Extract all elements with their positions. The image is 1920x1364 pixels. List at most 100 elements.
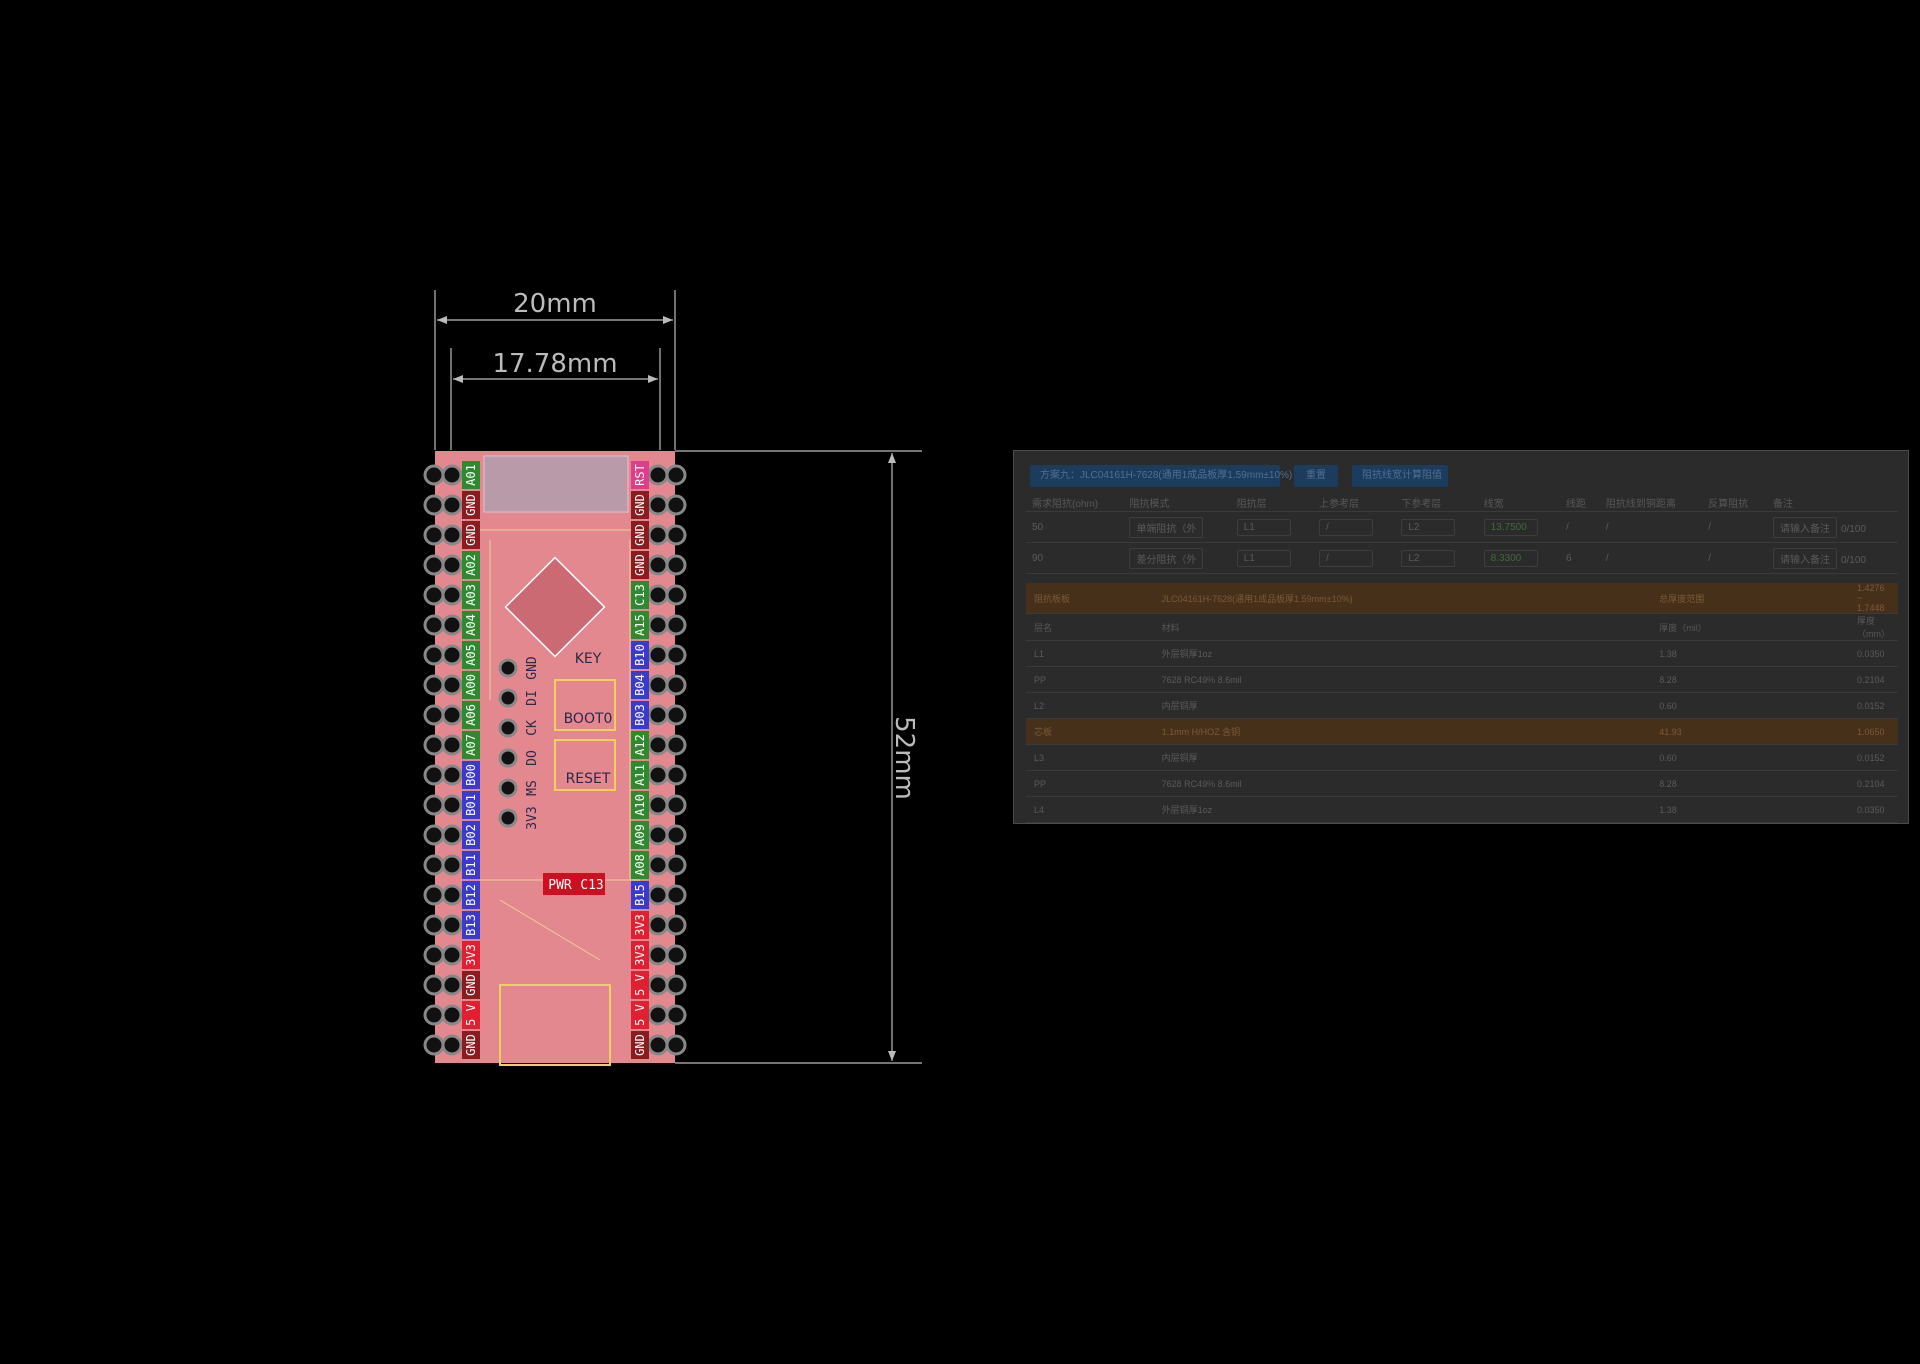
swd-pin-0: GND (498, 656, 540, 680)
impedance-column-header: 下参考层 (1395, 493, 1478, 512)
right-pin-8: B03 (631, 701, 687, 729)
calculate-button[interactable]: 阻抗线宽计算阻值 (1352, 465, 1448, 487)
right-pin-4: C13 (631, 581, 687, 609)
left-pin-19: GND (423, 1031, 480, 1059)
pwr-led-label: PWR (548, 878, 572, 893)
impedance-cell-bottom_ref[interactable]: L2 (1401, 518, 1456, 536)
left-pin-label: A07 (464, 734, 478, 756)
left-pin-1: GND (423, 491, 480, 519)
impedance-column-header: 线宽 (1477, 493, 1560, 512)
right-pin-6: B10 (631, 641, 687, 669)
left-pin-label: GND (464, 494, 478, 516)
impedance-cell-dist: / (1605, 552, 1609, 564)
stackup-cell: 外层铜厚1oz (1153, 796, 1652, 823)
impedance-cell-note[interactable]: 请输入备注 (1772, 547, 1837, 569)
left-pin-label: A01 (464, 464, 478, 486)
impedance-cell-mode[interactable]: 单端阻抗（外 (1129, 516, 1204, 538)
right-pin-3: GND (631, 551, 687, 579)
right-pin-label: GND (633, 494, 647, 516)
left-pin-label: 3V3 (464, 944, 478, 966)
impedance-cell-dist: / (1605, 521, 1609, 533)
swd-pin-2: CK (498, 718, 540, 738)
right-pin-label: A08 (633, 854, 647, 876)
dimension-annotations (434, 290, 922, 1064)
right-pin-label: 3V3 (633, 914, 647, 936)
reset-button-label: RESET (566, 771, 611, 787)
stackup-cell: 1.1mm H/HOZ 含铜 (1153, 718, 1652, 745)
stackup-cell: 1.0650 (1849, 718, 1898, 745)
impedance-cell-mode[interactable]: 差分阻抗（外 (1129, 547, 1204, 569)
stackup-cell: 1.38 (1651, 796, 1850, 823)
impedance-cell-bottom_ref[interactable]: L2 (1401, 549, 1456, 567)
reset-button[interactable]: 重置 (1294, 465, 1338, 487)
stackup-cell: 外层铜厚1oz (1153, 640, 1652, 667)
right-pin-label: A11 (633, 764, 647, 786)
plan-select-button[interactable]: 方案九：JLC04161H-7628(通用1成品板厚1.59mm±10%) (1030, 465, 1292, 487)
right-pin-11: A10 (631, 791, 687, 819)
left-pin-label: A06 (464, 704, 478, 726)
right-pin-15: 3V3 (631, 911, 687, 939)
c13-led-label: C13 (580, 878, 603, 893)
stackup-cell: 0.60 (1651, 692, 1850, 719)
left-pin-16: 3V3 (423, 941, 480, 969)
left-pin-label: B13 (464, 914, 478, 936)
header-pins: A01GNDGNDA02A03A04A05A00A06A07B00B01B02B… (423, 461, 687, 1059)
stackup-cell: 厚度（mil） (1651, 613, 1850, 641)
impedance-cell-layer[interactable]: L1 (1236, 518, 1291, 536)
right-pin-label: 5 V (633, 974, 647, 996)
stackup-cell: JLC04161H-7628(通用1成品板厚1.59mm±10%) (1153, 583, 1652, 614)
left-pin-label: B02 (464, 824, 478, 846)
swd-pin-5: 3V3 (498, 806, 540, 830)
left-pin-label: B12 (464, 884, 478, 906)
right-pin-12: A09 (631, 821, 687, 849)
right-pin-label: GND (633, 524, 647, 546)
impedance-cell-top_ref[interactable]: / (1319, 549, 1373, 567)
left-pin-6: A05 (423, 641, 480, 669)
left-pin-11: B01 (423, 791, 480, 819)
left-pin-4: A03 (423, 581, 480, 609)
stackup-cell: 芯板 (1026, 718, 1154, 745)
impedance-cell-width[interactable]: 8.3300 (1483, 549, 1538, 567)
left-pin-7: A00 (423, 671, 480, 699)
impedance-column-header: 阻抗模式 (1123, 493, 1231, 512)
right-pin-label: C13 (633, 584, 647, 606)
left-pin-14: B12 (423, 881, 480, 909)
impedance-cell-width[interactable]: 13.7500 (1483, 518, 1538, 536)
impedance-column-header: 线距 (1559, 493, 1600, 512)
right-pin-label: GND (633, 554, 647, 576)
swd-pin-label: CK (525, 720, 540, 736)
left-pin-8: A06 (423, 701, 480, 729)
swd-pin-label: DO (525, 750, 540, 766)
stackup-cell: PP (1026, 666, 1154, 693)
left-pin-label: B11 (464, 854, 478, 876)
right-pin-17: 5 V (631, 971, 687, 999)
impedance-cell-note[interactable]: 请输入备注 (1772, 516, 1837, 538)
right-pin-label: 5 V (633, 1004, 647, 1026)
stackup-column-header: 层名材料厚度（mil）厚度（mm） (1026, 613, 1898, 641)
width-dimension-label: 20mm (513, 289, 597, 319)
stackup-cell: 内层铜厚 (1153, 744, 1652, 771)
impedance-cell-layer[interactable]: L1 (1236, 549, 1291, 567)
power-led-label-bg (543, 873, 605, 895)
right-pin-2: GND (631, 521, 687, 549)
left-pin-0: A01 (423, 461, 480, 489)
left-pin-label: A00 (464, 674, 478, 696)
right-pin-label: A09 (633, 824, 647, 846)
stackup-cell: PP (1026, 770, 1154, 797)
stackup-cell: 0.60 (1651, 744, 1850, 771)
right-pin-label: B10 (633, 644, 647, 666)
mcu-chip (504, 556, 606, 658)
impedance-toolbar: 方案九：JLC04161H-7628(通用1成品板厚1.59mm±10%) 重置… (1030, 465, 1448, 487)
right-pin-9: A12 (631, 731, 687, 759)
impedance-column-header: 反算阻抗 (1702, 493, 1767, 512)
left-pin-9: A07 (423, 731, 480, 759)
impedance-cell-ohm: 90 (1032, 552, 1044, 564)
stackup-cell: L4 (1026, 796, 1154, 823)
right-pin-19: GND (631, 1031, 687, 1059)
impedance-cell-top_ref[interactable]: / (1319, 518, 1373, 536)
right-pin-5: A15 (631, 611, 687, 639)
